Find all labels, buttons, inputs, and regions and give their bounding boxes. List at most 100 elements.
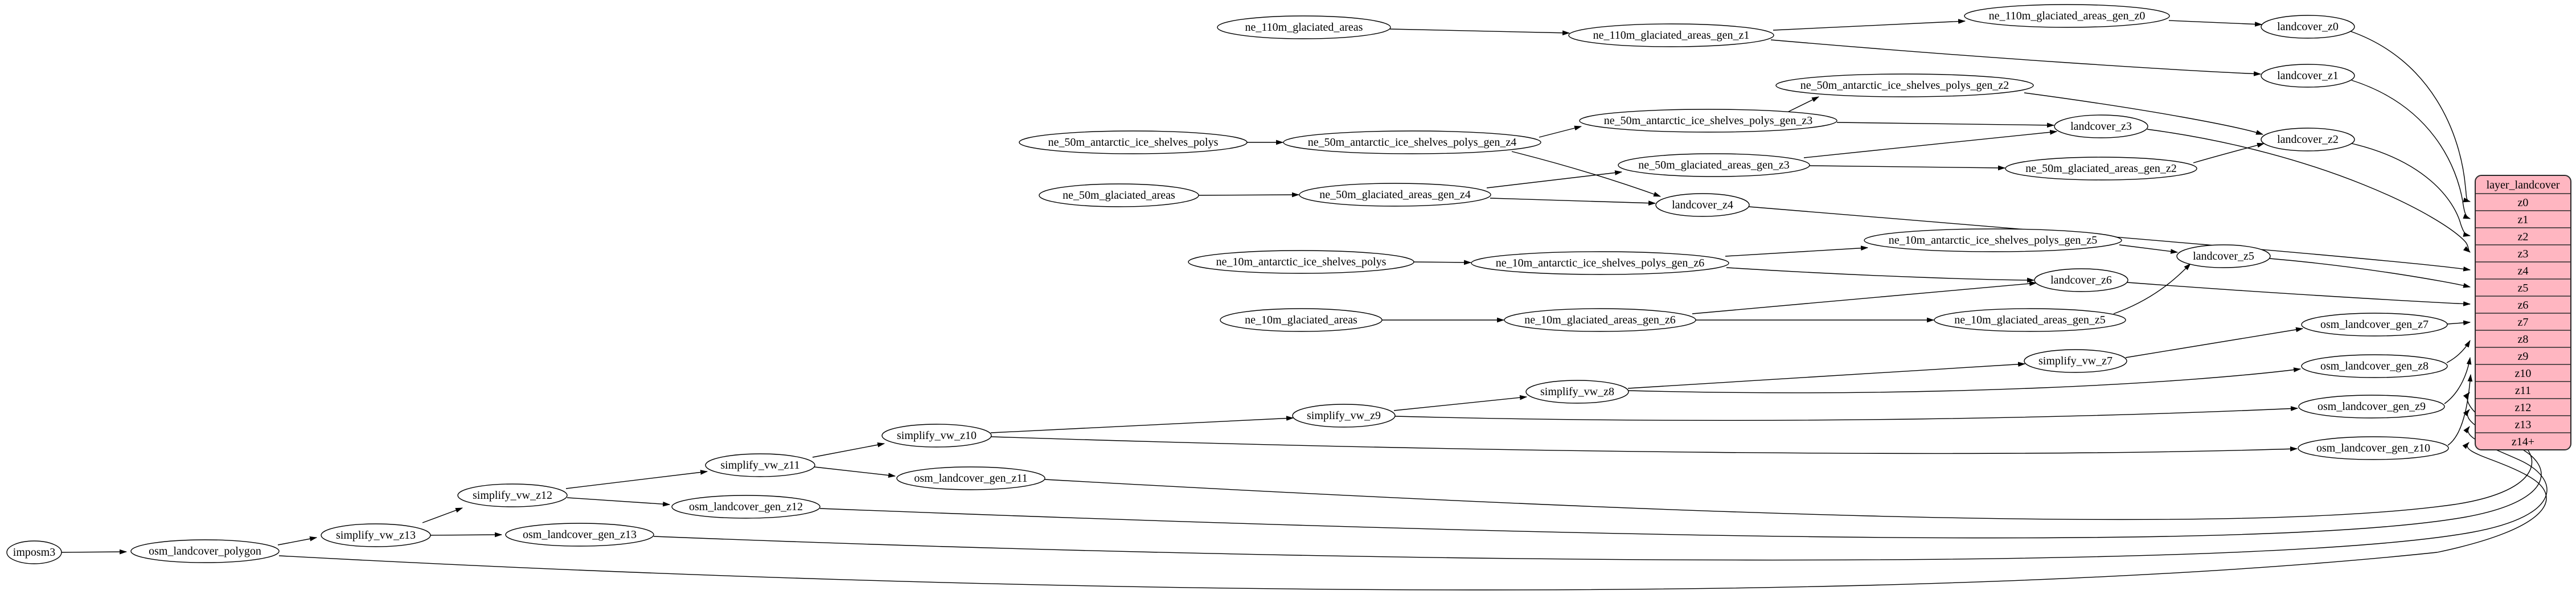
- edge-landcover_z2-to-row-z2: [2351, 143, 2471, 237]
- table-row-z3: z3: [2518, 248, 2529, 260]
- table-row-z8: z8: [2518, 333, 2529, 346]
- edge-simplify_vw_z11-to-osm_landcover_gen_z11: [814, 466, 896, 478]
- edge-simplify_vw_z10-to-simplify_vw_z9: [990, 416, 1294, 433]
- node-label-osm_landcover_gen_z13: osm_landcover_gen_z13: [523, 528, 637, 541]
- layer-table-title: layer_landcover: [2487, 179, 2560, 191]
- node-ne_50m_glaciated_areas: ne_50m_glaciated_areas: [1039, 183, 1199, 207]
- node-shape-osm_landcover_gen_z13: [505, 523, 654, 547]
- node-label-ne_10m_glaciated_areas: ne_10m_glaciated_areas: [1245, 314, 1357, 326]
- node-landcover_z5: landcover_z5: [2176, 244, 2271, 268]
- node-label-ne_10m_antarctic_ice_shelves_polys_gen_z6: ne_10m_antarctic_ice_shelves_polys_gen_z…: [1496, 257, 1705, 269]
- edge-osm_landcover_gen_z7-to-row-z7: [2447, 320, 2471, 326]
- table-row-z14+: z14+: [2512, 436, 2534, 448]
- edge-simplify_vw_z8-to-osm_landcover_gen_z8: [1628, 367, 2302, 393]
- node-shape-landcover_z6: [2034, 268, 2128, 292]
- node-osm_landcover_gen_z12: osm_landcover_gen_z12: [671, 495, 821, 519]
- node-label-ne_50m_glaciated_areas_gen_z4: ne_50m_glaciated_areas_gen_z4: [1319, 188, 1470, 201]
- node-shape-landcover_z0: [2261, 15, 2355, 39]
- node-shape-ne_50m_antarctic_ice_shelves_polys_gen_z2: [1775, 73, 2034, 97]
- node-shape-ne_50m_glaciated_areas_gen_z3: [1618, 153, 1810, 177]
- table-row-z0: z0: [2518, 196, 2529, 209]
- node-shape-osm_landcover_gen_z11: [896, 466, 1045, 490]
- edge-ne_50m_ice_gen_z3-to-gen_z2: [1788, 96, 1819, 112]
- node-shape-simplify_vw_z7: [2024, 349, 2127, 373]
- node-shape-ne_10m_antarctic_ice_shelves_polys_gen_z5: [1864, 228, 2122, 252]
- node-label-landcover_z4: landcover_z4: [1672, 199, 1733, 211]
- node-label-ne_10m_antarctic_ice_shelves_polys: ne_10m_antarctic_ice_shelves_polys: [1216, 256, 1387, 268]
- node-shape-osm_landcover_gen_z12: [671, 495, 821, 519]
- node-imposm3: imposm3: [6, 540, 62, 564]
- node-shape-simplify_vw_z12: [457, 483, 568, 507]
- node-shape-osm_landcover_gen_z10: [2298, 436, 2449, 460]
- node-label-ne_110m_glaciated_areas_gen_z1: ne_110m_glaciated_areas_gen_z1: [1593, 29, 1750, 42]
- node-shape-landcover_z2: [2261, 128, 2355, 151]
- edge-ne_50m_glac_gen_z3-to-gen_z2: [1809, 165, 2006, 171]
- node-landcover_z4: landcover_z4: [1655, 193, 1750, 217]
- edges: [61, 19, 2548, 591]
- node-label-ne_10m_antarctic_ice_shelves_polys_gen_z5: ne_10m_antarctic_ice_shelves_polys_gen_z…: [1889, 234, 2098, 247]
- node-shape-ne_50m_antarctic_ice_shelves_polys_gen_z3: [1579, 109, 1837, 133]
- node-shape-ne_50m_glaciated_areas: [1039, 183, 1199, 207]
- edge-landcover_z5-to-row-z5: [2269, 258, 2471, 288]
- node-label-simplify_vw_z8: simplify_vw_z8: [1540, 386, 1614, 398]
- edge-ne_10m_ice_shelves-to-gen_z6: [1413, 260, 1472, 265]
- node-shape-ne_110m_glaciated_areas: [1217, 15, 1391, 39]
- node-shape-landcover_z3: [2054, 114, 2148, 138]
- edge-osm_landcover_polygon-to-row-z14plus: [278, 442, 2547, 591]
- node-shape-ne_10m_glaciated_areas_gen_z6: [1504, 308, 1696, 332]
- node-shape-landcover_z5: [2176, 244, 2271, 268]
- edge-landcover_z3-to-row-z3: [2147, 129, 2471, 253]
- node-simplify_vw_z13: simplify_vw_z13: [321, 523, 431, 547]
- node-label-ne_50m_glaciated_areas_gen_z3: ne_50m_glaciated_areas_gen_z3: [1638, 159, 1789, 171]
- edge-ne_110m_gen_z1-to-gen_z0: [1773, 19, 1966, 31]
- node-ne_10m_antarctic_ice_shelves_polys_gen_z6: ne_10m_antarctic_ice_shelves_polys_gen_z…: [1471, 251, 1729, 275]
- edge-osm_landcover_gen_z13-to-row-z13: [653, 426, 2548, 561]
- node-osm_landcover_gen_z10: osm_landcover_gen_z10: [2298, 436, 2449, 460]
- edge-landcover_z0-to-row-z0: [2350, 31, 2471, 203]
- node-label-simplify_vw_z10: simplify_vw_z10: [897, 429, 977, 442]
- node-label-ne_110m_glaciated_areas_gen_z0: ne_110m_glaciated_areas_gen_z0: [1989, 10, 2146, 22]
- edge-simplify_vw_z8-to-simplify_vw_z7: [1627, 362, 2026, 389]
- node-shape-ne_10m_glaciated_areas_gen_z5: [1934, 308, 2126, 332]
- node-label-simplify_vw_z7: simplify_vw_z7: [2038, 355, 2113, 367]
- edge-ne_10m_ice_gen_z6-to-gen_z5: [1725, 245, 1869, 257]
- edge-ne_50m_glac_gen_z3-to-landcover_z3: [1803, 130, 2058, 158]
- edge-ne_110m_glaciated_areas-to-gen_z1: [1389, 28, 1570, 36]
- edge-simplify_vw_z11-to-simplify_vw_z10: [812, 442, 885, 458]
- node-shape-simplify_vw_z8: [1525, 380, 1629, 404]
- edge-ne_10m_glac_gen_z6-to-landcover_z6: [1692, 281, 2037, 314]
- node-label-ne_50m_antarctic_ice_shelves_polys_gen_z3: ne_50m_antarctic_ice_shelves_polys_gen_z…: [1604, 114, 1813, 127]
- node-ne_50m_glaciated_areas_gen_z4: ne_50m_glaciated_areas_gen_z4: [1299, 183, 1491, 207]
- node-ne_110m_glaciated_areas_gen_z0: ne_110m_glaciated_areas_gen_z0: [1964, 4, 2170, 28]
- node-label-ne_10m_glaciated_areas_gen_z5: ne_10m_glaciated_areas_gen_z5: [1954, 314, 2105, 326]
- node-landcover_z0: landcover_z0: [2261, 15, 2355, 39]
- node-shape-simplify_vw_z13: [321, 523, 431, 547]
- edge-ne_10m_ice_gen_z5-to-landcover_z5: [2119, 244, 2179, 254]
- node-landcover_z2: landcover_z2: [2261, 128, 2355, 151]
- node-label-landcover_z1: landcover_z1: [2277, 69, 2339, 82]
- node-shape-ne_50m_glaciated_areas_gen_z4: [1299, 183, 1491, 207]
- node-simplify_vw_z12: simplify_vw_z12: [457, 483, 568, 507]
- node-shape-ne_10m_antarctic_ice_shelves_polys: [1188, 250, 1414, 274]
- node-ne_50m_antarctic_ice_shelves_polys_gen_z2: ne_50m_antarctic_ice_shelves_polys_gen_z…: [1775, 73, 2034, 97]
- node-osm_landcover_polygon: osm_landcover_polygon: [130, 539, 280, 563]
- edge-simplify_vw_z9-to-simplify_vw_z8: [1393, 395, 1528, 411]
- node-simplify_vw_z8: simplify_vw_z8: [1525, 380, 1629, 404]
- node-label-landcover_z2: landcover_z2: [2277, 133, 2339, 146]
- table-row-z4: z4: [2518, 265, 2529, 277]
- edge-ne_50m_ice_gen_z2-to-landcover_z2: [2024, 92, 2264, 135]
- node-shape-ne_10m_glaciated_areas: [1220, 308, 1383, 332]
- node-shape-osm_landcover_gen_z8: [2301, 354, 2448, 378]
- node-ne_110m_glaciated_areas: ne_110m_glaciated_areas: [1217, 15, 1391, 39]
- node-shape-osm_landcover_gen_z9: [2298, 395, 2445, 419]
- node-shape-simplify_vw_z11: [705, 453, 815, 477]
- node-osm_landcover_gen_z8: osm_landcover_gen_z8: [2301, 354, 2448, 378]
- node-landcover_z6: landcover_z6: [2034, 268, 2128, 292]
- node-ne_50m_antarctic_ice_shelves_polys_gen_z4: ne_50m_antarctic_ice_shelves_polys_gen_z…: [1283, 130, 1541, 154]
- edge-ne_10m_ice_gen_z6-to-landcover_z6: [1726, 267, 2035, 283]
- table-row-z2: z2: [2518, 231, 2529, 243]
- node-ne_10m_glaciated_areas: ne_10m_glaciated_areas: [1220, 308, 1383, 332]
- edge-simplify_vw_z12-to-simplify_vw_z11: [565, 470, 708, 489]
- node-label-ne_50m_glaciated_areas: ne_50m_glaciated_areas: [1063, 189, 1175, 202]
